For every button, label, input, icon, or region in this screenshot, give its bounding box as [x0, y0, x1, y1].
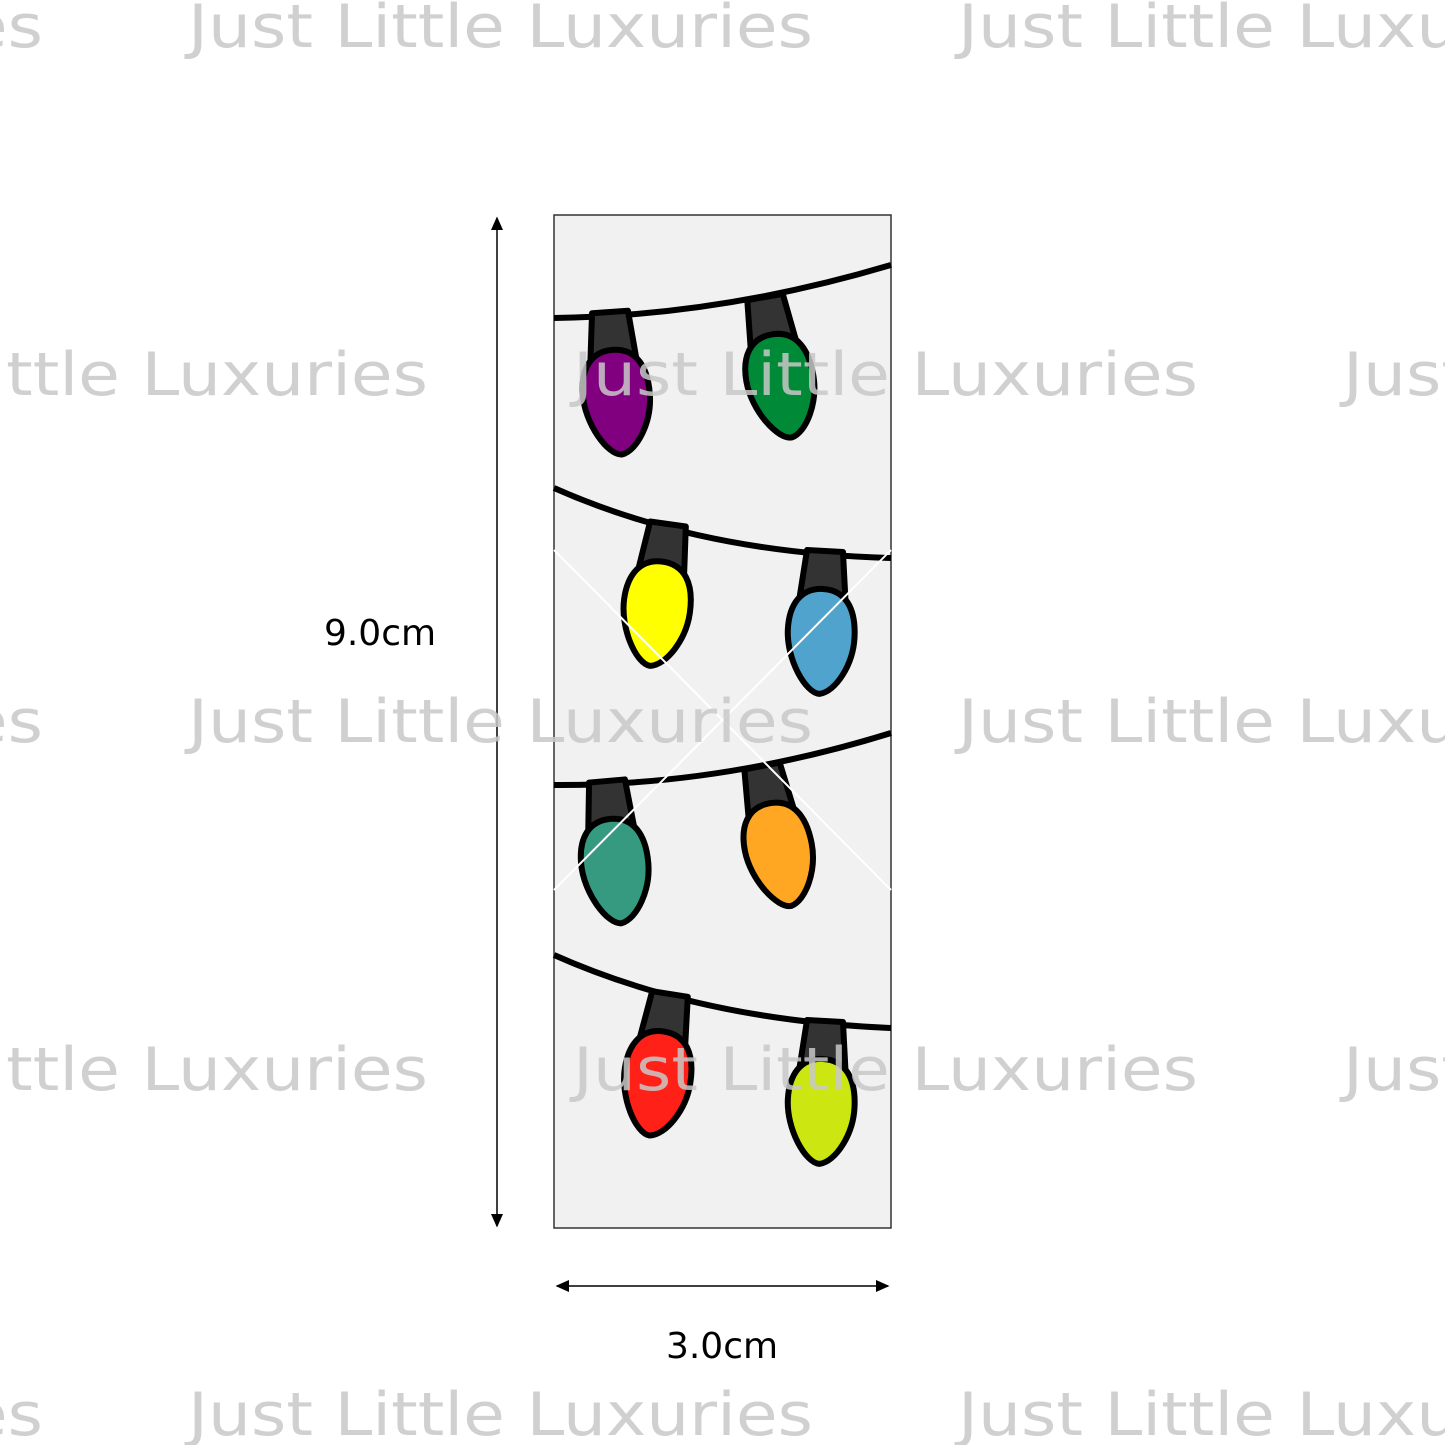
height-dimension: 9.0cm [324, 216, 503, 1228]
bulb-glass [784, 585, 858, 697]
bulb-red [621, 988, 695, 1139]
width-label: 3.0cm [666, 1326, 778, 1367]
watermark-text: Just Little Luxuries [568, 340, 1198, 410]
watermark-text: Just Little Luxuries [183, 0, 813, 62]
bulb-orange [740, 759, 816, 909]
bulb-glass [579, 346, 653, 458]
watermark-text: Just Little Luxuries [953, 1380, 1445, 1445]
watermark-text: Just Little Luxuries [953, 687, 1445, 757]
watermark-text: Just Little Luxuries [183, 1380, 813, 1445]
watermark-text: Just Little Luxuries [1338, 1035, 1445, 1105]
bulb-blue [784, 547, 858, 697]
bookmark-design [552, 214, 892, 1229]
bulb-glass [742, 330, 818, 441]
watermark-text: Just Little Luxuries [568, 1035, 1198, 1105]
watermark-text: Just Little Luxuries [0, 0, 43, 62]
watermark-text: Just Little Luxuries [953, 0, 1445, 62]
white-cross-lines [553, 549, 892, 891]
watermark-text: Just Little Luxuries [183, 687, 813, 757]
bulb-glass [784, 1055, 858, 1167]
watermark-text: Just Little Luxuries [0, 340, 428, 410]
bulb-lime [784, 1017, 858, 1167]
bulb-green [742, 290, 818, 441]
bulb-glass [621, 1028, 695, 1139]
watermark-text: Just Little Luxuries [0, 687, 43, 757]
bulbs [577, 290, 858, 1167]
height-label: 9.0cm [324, 613, 436, 654]
watermark-text: Just Little Luxuries [0, 1380, 43, 1445]
bulb-glass [620, 558, 694, 669]
bulb-glass [740, 799, 816, 909]
width-dimension: 3.0cm [555, 1280, 890, 1367]
watermark-text: Just Little Luxuries [1338, 340, 1445, 410]
bulb-yellow [620, 518, 694, 669]
watermark-text: Just Little Luxuries [0, 1035, 428, 1105]
bulb-purple [579, 307, 653, 458]
